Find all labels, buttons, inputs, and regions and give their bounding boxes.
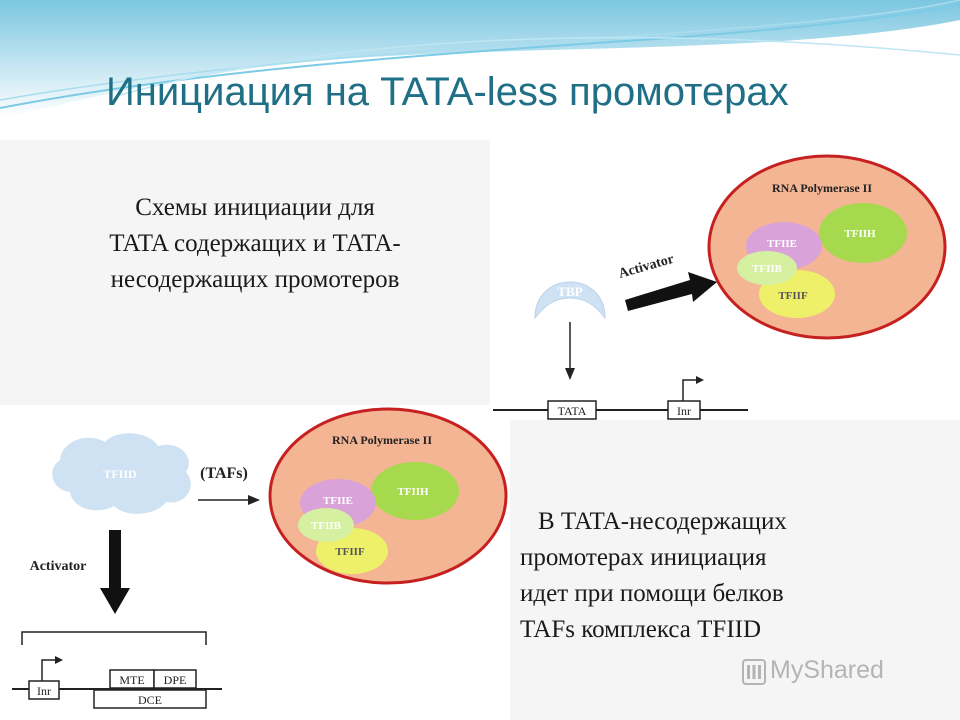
mte-box-label: MTE <box>119 673 144 687</box>
tata-box-label: TATA <box>558 404 587 418</box>
tfiie-label-top: TFIIE <box>767 238 797 250</box>
tata-box <box>547 400 597 420</box>
slide-title: Инициация на TATA-less промотерах <box>106 70 789 114</box>
tfiib-label-bottom: TFIIB <box>311 520 342 532</box>
activator-label-top: Activator <box>617 252 676 282</box>
caption-top-line: Схемы инициации для <box>135 194 375 221</box>
dpe-box <box>153 669 197 689</box>
header-banner <box>0 0 960 118</box>
caption-bottom-line: В TATA-несодержащих <box>538 508 787 535</box>
activator-label-bottom: Activator <box>30 559 87 574</box>
inr-box-bottom-label: Inr <box>37 684 51 698</box>
activator-arrow-bottom <box>100 530 130 614</box>
diagram-top: RNA Polymerase II TFIIH TFIIE TFIIF TFII… <box>493 154 947 420</box>
tss-arrow-bottom <box>41 659 56 681</box>
tfiid-label: TFIID <box>103 467 137 481</box>
caption-bottom-line: промотерах инициация <box>520 544 767 571</box>
myshared-logo-icon <box>742 659 766 685</box>
tbp-arrow-head <box>565 368 575 380</box>
diagram-bottom: TFIID (TAFs) RNA Polymerase II TFIIH TFI… <box>12 407 508 709</box>
caption-bottom: В TATA-несодержащих промотерах инициация… <box>520 504 920 648</box>
tfiid-cloud <box>52 433 191 514</box>
tfiif-label-bottom: TFIIF <box>335 546 365 558</box>
left-panel-bg <box>0 140 490 405</box>
caption-bottom-line: идет при помощи белков <box>520 580 784 607</box>
inr-box-top <box>667 400 701 420</box>
polymerase-label-top: RNA Polymerase II <box>772 181 872 195</box>
myshared-watermark[interactable]: MyShared <box>770 656 884 684</box>
tfiih-bottom <box>371 462 459 520</box>
tfiih-label-bottom: TFIIH <box>397 486 429 498</box>
inr-box-top-label: Inr <box>677 404 691 418</box>
tfiib-bottom <box>298 508 354 542</box>
dce-box <box>93 689 207 709</box>
tss-arrow-bottom-head <box>55 656 63 664</box>
caption-top-line: TATA содержащих и TATA- <box>109 230 401 257</box>
tbp-shape <box>534 281 606 320</box>
activator-arrow-top <box>625 272 717 311</box>
polymerase-label-bottom: RNA Polymerase II <box>332 433 432 447</box>
tfiif-label-top: TFIIF <box>778 290 808 302</box>
tfiib-top <box>737 251 797 285</box>
tss-arrow-top-head <box>696 376 704 384</box>
caption-top: Схемы инициации для TATA содержащих и TA… <box>40 190 470 298</box>
dpe-box-label: DPE <box>164 673 187 687</box>
caption-top-line: несодержащих промотеров <box>110 266 400 293</box>
tfiih-label-top: TFIIH <box>844 228 876 240</box>
tss-arrow-top <box>682 379 697 401</box>
tfiib-label-top: TFIIB <box>752 263 783 275</box>
tafs-label: (TAFs) <box>200 465 248 482</box>
caption-bottom-line: TAFs комплекса TFIID <box>520 616 762 643</box>
tafs-arrow-head <box>248 495 260 505</box>
inr-box-bottom <box>28 680 60 700</box>
bracket <box>21 631 207 645</box>
tfiih-top <box>819 203 907 263</box>
tfiie-label-bottom: TFIIE <box>323 495 353 507</box>
tbp-label: TBP <box>557 284 582 299</box>
right-panel-bg <box>510 420 960 720</box>
dce-box-label: DCE <box>138 693 162 707</box>
